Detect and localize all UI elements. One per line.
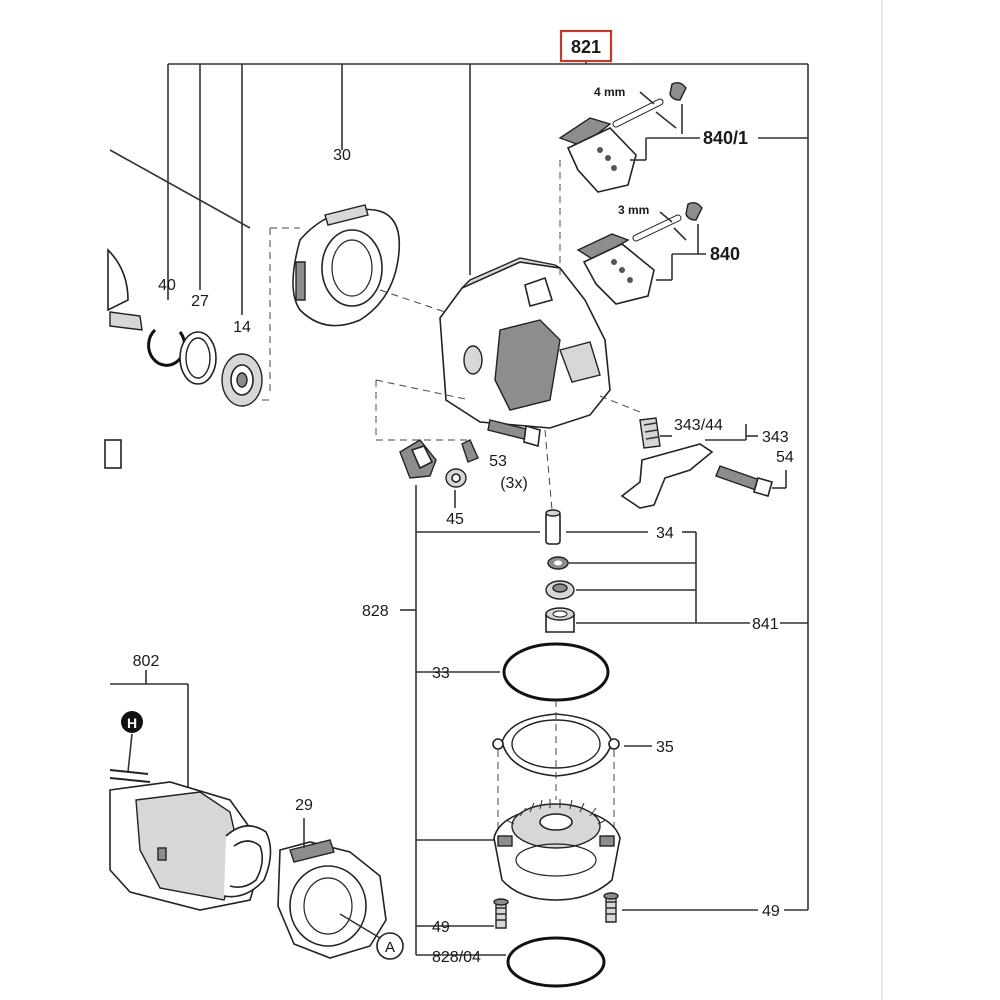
dashed-guide — [599, 395, 641, 413]
part-34-bearing — [545, 580, 575, 600]
svg-text:53: 53 — [489, 453, 507, 470]
svg-text:821: 821 — [571, 37, 601, 57]
bracket-34: 34 841 — [566, 525, 779, 633]
svg-text:49: 49 — [432, 919, 450, 936]
svg-text:343/44: 343/44 — [674, 417, 723, 434]
svg-text:27: 27 — [191, 293, 209, 310]
part-54-screw: 54 — [715, 449, 794, 497]
svg-text:H: H — [127, 715, 137, 731]
part-34-pin — [545, 509, 561, 545]
gear-housing — [439, 257, 611, 429]
part-49-screw-left — [493, 898, 509, 929]
part-49-screw-right: 49 — [603, 892, 780, 923]
part-45-nut: 45 — [445, 439, 479, 528]
svg-text:29: 29 — [295, 797, 313, 814]
svg-text:34: 34 — [656, 525, 674, 542]
svg-text:45: 45 — [446, 511, 464, 528]
group-821-bracket — [167, 56, 809, 911]
part-828-04-o-ring — [506, 936, 606, 988]
reference-marker-A: A — [339, 913, 404, 960]
part-840-lock-button: 3 mm 840 — [576, 201, 740, 305]
svg-text:841: 841 — [752, 616, 779, 633]
svg-text:54: 54 — [776, 449, 794, 466]
part-802-stator — [109, 769, 272, 911]
svg-text:828: 828 — [362, 603, 389, 620]
svg-text:840: 840 — [710, 244, 740, 264]
svg-text:49: 49 — [762, 903, 780, 920]
svg-text:840/1: 840/1 — [703, 128, 748, 148]
group-802-bracket: 802 — [110, 653, 189, 792]
dashed-guide — [544, 429, 553, 511]
group-828-bracket: 828 33 49 828/04 — [362, 485, 540, 966]
part-34-washer — [547, 556, 569, 570]
svg-text:30: 30 — [333, 147, 351, 164]
part-pinion-gear — [399, 439, 437, 479]
part-35-gasket: 35 — [492, 713, 674, 777]
label-821: 821 — [559, 29, 613, 63]
armature-shaft-fragment — [104, 149, 251, 469]
part-343-lever: 343/44 343 — [620, 417, 789, 509]
svg-text:33: 33 — [432, 665, 450, 682]
part-841-sleeve — [545, 607, 575, 633]
svg-text:343: 343 — [762, 429, 789, 446]
part-33-o-ring — [502, 642, 610, 702]
part-bevel-gear-flange — [493, 799, 621, 901]
dashed-guide — [379, 289, 446, 313]
part-53-screw: 53 (3x) — [487, 419, 541, 492]
svg-text:(3x): (3x) — [500, 475, 528, 492]
svg-text:828/04: 828/04 — [432, 949, 481, 966]
part-27-o-ring: 27 — [179, 293, 217, 385]
svg-text:A: A — [385, 939, 395, 956]
part-840-1-lock-button: 4 mm 840/1 — [558, 81, 748, 193]
svg-text:4 mm: 4 mm — [594, 85, 625, 99]
dashed-guide — [375, 379, 471, 401]
part-40-circlip: 40 — [147, 277, 187, 367]
svg-text:14: 14 — [233, 319, 251, 336]
reference-marker-H: H — [121, 711, 143, 773]
part-14-ball-bearing: 14 — [221, 319, 263, 407]
svg-text:40: 40 — [158, 277, 176, 294]
part-30-bearing-flange: 30 — [292, 147, 401, 327]
svg-text:35: 35 — [656, 739, 674, 756]
svg-text:802: 802 — [133, 653, 160, 670]
part-29-fan-baffle: 29 — [277, 797, 387, 959]
svg-text:3 mm: 3 mm — [618, 203, 649, 217]
